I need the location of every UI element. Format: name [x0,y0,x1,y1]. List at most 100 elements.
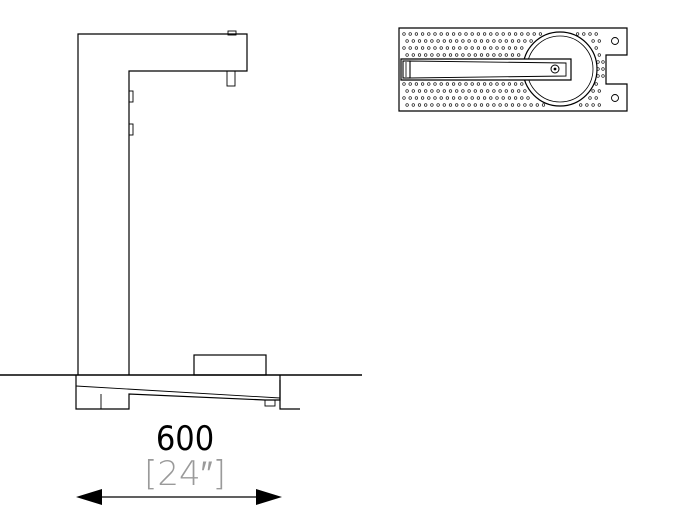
perforation-hole [470,46,474,50]
perforation-hole [421,32,425,36]
dimension-arrowhead-right [256,489,282,505]
perforation-hole [476,82,481,86]
perforation-hole [492,39,496,43]
perforation-hole [414,46,419,50]
perforation-hole [594,46,598,50]
perforation-hole [427,32,431,36]
perforation-hole [448,89,453,93]
perforated-drip-grid [402,32,605,107]
perforation-hole [591,39,595,43]
perforation-hole [594,82,598,86]
perforation-hole [486,39,490,43]
perforation-hole [467,89,471,93]
perforation-hole [427,96,431,100]
perforation-hole [510,103,515,107]
base-fitting [264,399,276,407]
side-button-upper [128,90,134,103]
perforation-hole [517,89,521,93]
perforation-hole [470,82,474,86]
base-inner-line [75,385,281,399]
perforation-hole [430,89,434,93]
perforation-hole [507,96,512,100]
dimension-secondary-label: [24″] [144,454,226,494]
perforation-hole [402,46,406,50]
perforation-hole [492,89,496,93]
perforation-hole [408,82,412,86]
perforation-hole [501,96,505,100]
perforation-hole [458,46,462,50]
perforation-hole [424,103,428,107]
perforation-hole [461,89,465,93]
perforation-hole [495,96,499,100]
perforation-hole [424,89,428,93]
perforation-hole [417,39,422,43]
perforation-hole [408,32,412,36]
perforation-hole [594,96,598,100]
perforation-hole [495,46,499,50]
perforation-hole [489,46,493,50]
perforation-hole [504,53,508,57]
perforation-hole [498,89,502,93]
top-plan-view [398,27,628,112]
perforation-hole [504,39,508,43]
perforation-hole [417,103,422,107]
perforation-hole [436,39,440,43]
perforation-hole [517,103,521,107]
perforation-hole [489,96,493,100]
perforation-hole [452,46,456,50]
perforation-hole [495,82,499,86]
perforation-hole [467,53,471,57]
perforation-hole [585,103,589,107]
perforation-hole [597,39,601,43]
perforation-hole [486,103,490,107]
perforation-hole [452,32,456,36]
plan-spout-dot [553,67,557,71]
perforation-hole [501,46,505,50]
perforation-hole [486,89,490,93]
perforation-hole [461,39,465,43]
perforation-hole [421,46,425,50]
perforation-hole [439,82,443,86]
perforation-hole [513,96,518,100]
perforation-hole [445,46,450,50]
perforation-hole [473,103,477,107]
perforation-hole [541,103,546,107]
perforation-hole [575,32,580,36]
perforation-hole [408,96,412,100]
perforation-hole [455,89,459,93]
perforation-hole [455,53,459,57]
perforation-hole [436,53,440,57]
perforation-hole [436,103,440,107]
perforation-hole [433,32,437,36]
perforation-hole [455,103,459,107]
perforation-hole [601,74,605,78]
perforation-hole [479,89,484,93]
water-line-stub [279,380,300,410]
perforation-hole [532,32,536,36]
perforation-hole [421,82,425,86]
side-button-lower [128,123,134,136]
perforation-hole [448,103,453,107]
perforation-hole [430,53,434,57]
perforation-hole [529,39,533,43]
perforation-hole [601,60,605,64]
perforation-hole [501,32,505,36]
perforation-hole [520,96,524,100]
perforation-hole [483,32,487,36]
perforation-hole [535,103,539,107]
perforation-hole [405,89,409,93]
perforation-hole [504,89,508,93]
plan-arm [400,58,572,81]
perforation-hole [582,32,586,36]
perforation-hole [445,32,450,36]
perforation-hole [504,103,508,107]
perforation-hole [495,32,499,36]
perforation-hole [467,103,471,107]
perforation-hole [464,46,468,50]
perforation-hole [510,53,515,57]
perforation-hole [402,32,406,36]
perforation-hole [507,32,512,36]
perforation-hole [402,96,406,100]
perforation-hole [408,46,412,50]
perforation-hole [417,53,422,57]
